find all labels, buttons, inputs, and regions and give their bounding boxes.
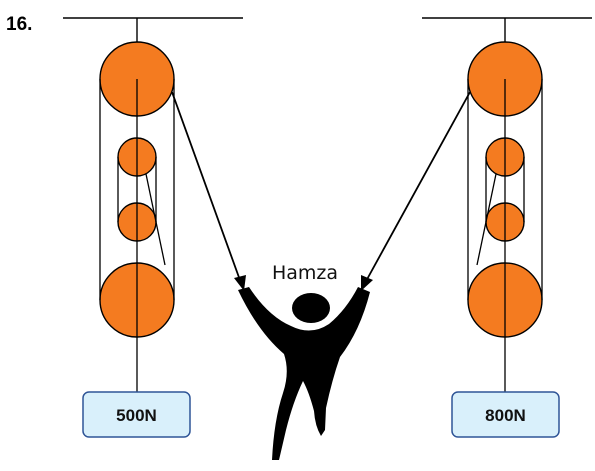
person-name-label: Hamza [272,262,338,284]
right-load-label: 800N [485,406,526,425]
right-load-box [451,391,560,438]
left-rope-diagonal [145,173,166,266]
left-load-box [82,391,191,438]
right-pulley-system: 800N [361,18,560,438]
right-rope-diagonal [476,173,497,266]
left-pull-arrowhead [234,275,246,291]
question-number: 16. [6,14,32,35]
left-pulley-system: 500N [82,18,246,438]
right-pull-rope [364,91,471,284]
right-pull-arrowhead [361,275,373,291]
person-head-icon [292,293,330,323]
person-body-icon [238,287,370,460]
left-pull-rope [171,91,242,284]
person-figure: Hamza [238,262,370,460]
left-load-label: 500N [116,406,157,425]
